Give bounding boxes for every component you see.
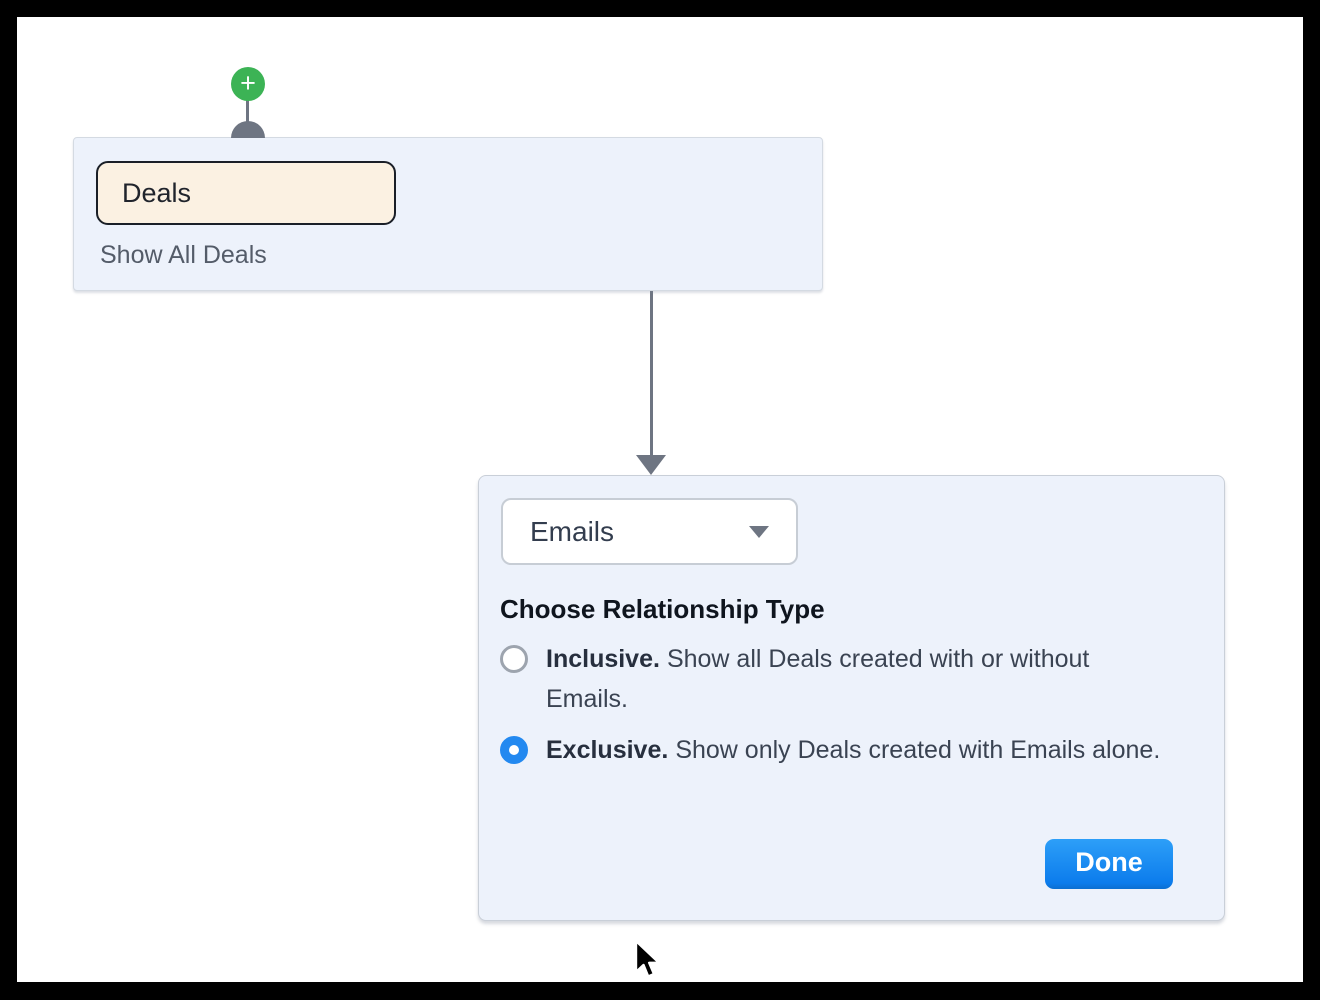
plus-icon: + xyxy=(240,67,256,98)
mouse-cursor-icon xyxy=(634,939,661,978)
deals-module-label: Deals xyxy=(122,177,192,208)
relationship-options: Inclusive.Show all Deals created with or… xyxy=(500,639,1180,781)
add-node-button[interactable]: + xyxy=(231,67,265,101)
done-button[interactable]: Done xyxy=(1045,839,1173,889)
chevron-down-icon xyxy=(749,525,769,538)
option-inclusive-description: Show all Deals created with or without E… xyxy=(546,645,1090,713)
deals-node-subtitle: Show All Deals xyxy=(100,241,267,269)
option-exclusive[interactable]: Exclusive.Show only Deals created with E… xyxy=(500,730,1180,770)
deals-module-chip[interactable]: Deals xyxy=(96,161,396,225)
option-exclusive-description: Show only Deals created with Emails alon… xyxy=(675,736,1161,764)
node-stem-connector xyxy=(246,97,249,123)
relationship-type-heading: Choose Relationship Type xyxy=(500,594,825,624)
module-dropdown-value: Emails xyxy=(530,515,615,547)
module-dropdown[interactable]: Emails xyxy=(501,498,798,565)
flow-arrow-line xyxy=(650,291,653,457)
radio-exclusive[interactable] xyxy=(500,736,528,764)
option-inclusive[interactable]: Inclusive.Show all Deals created with or… xyxy=(500,639,1180,719)
option-exclusive-text: Exclusive.Show only Deals created with E… xyxy=(546,730,1166,770)
relationship-panel: Emails Choose Relationship Type Inclusiv… xyxy=(478,475,1225,921)
option-inclusive-text: Inclusive.Show all Deals created with or… xyxy=(546,639,1166,719)
flow-arrow-head-icon xyxy=(636,455,666,475)
radio-inclusive[interactable] xyxy=(500,645,528,673)
flow-canvas: + Deals Show All Deals Emails Choose Rel… xyxy=(17,17,1303,982)
deals-node-card: Deals Show All Deals xyxy=(73,137,823,291)
radio-dot xyxy=(509,745,519,755)
option-inclusive-label: Inclusive. xyxy=(546,645,660,673)
option-exclusive-label: Exclusive. xyxy=(546,736,669,764)
node-stem-dome xyxy=(231,121,265,138)
